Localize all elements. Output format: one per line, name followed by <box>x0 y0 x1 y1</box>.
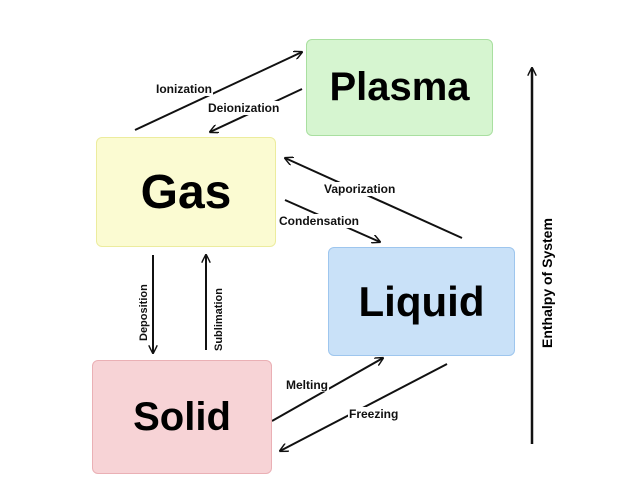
plasma-state-box: Plasma <box>306 39 493 136</box>
solid-label: Solid <box>133 394 231 439</box>
plasma-label: Plasma <box>329 65 470 109</box>
freezing-label: Freezing <box>348 407 400 421</box>
ionization-label: Ionization <box>155 82 213 96</box>
solid-state-box: Solid <box>92 360 272 474</box>
vaporization-arrow <box>285 158 463 239</box>
liquid-label: Liquid <box>358 277 485 325</box>
deposition-label: Deposition <box>138 284 150 341</box>
liquid-state-box: Liquid <box>328 247 515 356</box>
gas-label: Gas <box>140 165 232 219</box>
deionization-label: Deionization <box>207 101 281 115</box>
gas-state-box: Gas <box>96 137 276 247</box>
ionization-arrow <box>134 52 302 131</box>
vaporization-label: Vaporization <box>323 182 397 196</box>
enthalpy-axis-label: Enthalpy of System <box>539 218 555 348</box>
condensation-label: Condensation <box>278 214 360 228</box>
melting-label: Melting <box>285 378 329 392</box>
sublimation-label: Sublimation <box>213 288 225 351</box>
